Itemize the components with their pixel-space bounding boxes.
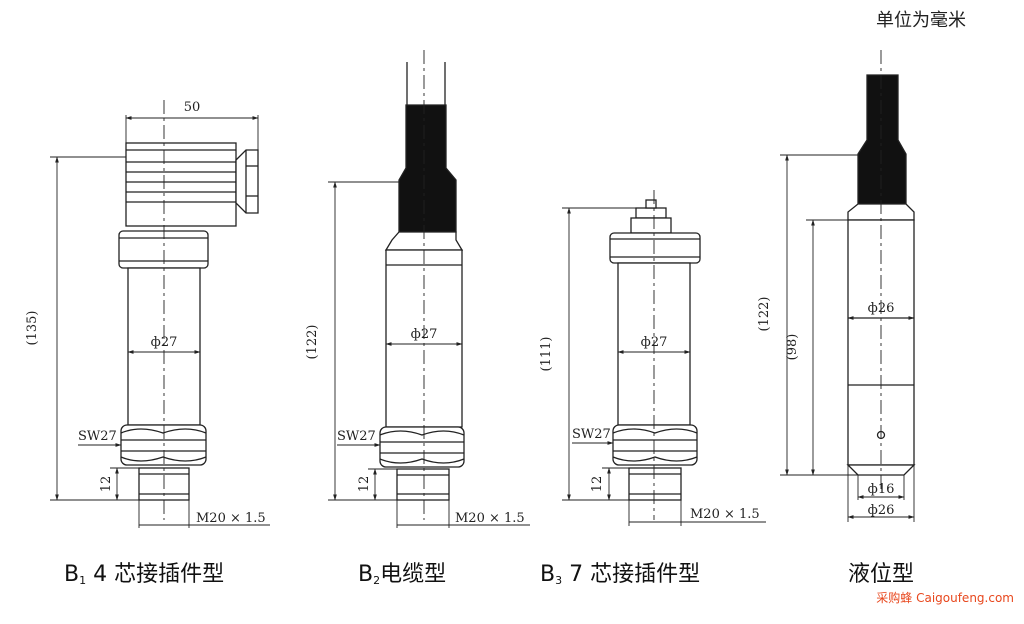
caption-text: 7 芯接插件型: [562, 562, 701, 587]
watermark: 采购蜂 Caigoufeng.com: [876, 591, 1014, 605]
knurled-nut: [609, 232, 701, 264]
dim-thread-length: 12: [357, 476, 372, 493]
dim-height: (111): [539, 337, 554, 372]
dim-height-outer: (122): [757, 297, 772, 332]
dim-thread-length: 12: [590, 476, 605, 493]
dim-diameter-tip: ф16: [868, 482, 895, 497]
dim-sw: SW27: [78, 429, 117, 444]
hex-nut: [120, 424, 207, 466]
caption-4pin-connector: B1 4 芯接插件型: [64, 556, 224, 588]
caption-text: 电缆型: [380, 562, 447, 587]
sensor-cable-dim-labels: (122) ф27 SW27 12 M20 × 1.5: [305, 325, 525, 526]
caption-subscript: 2: [373, 574, 381, 587]
hex-nut: [379, 426, 465, 468]
sensor-7pin-dim-labels: (111) ф27 SW27 12 M20 × 1.5: [539, 335, 760, 522]
dim-width: 50: [184, 100, 201, 115]
caption-subscript: 1: [79, 574, 87, 587]
dim-diameter-bottom: ф26: [868, 503, 895, 518]
dim-thread-length: 12: [99, 476, 114, 493]
cable: [857, 74, 907, 205]
dim-height: (122): [305, 325, 320, 360]
hex-nut: [612, 424, 698, 466]
sensor-liquid-level-dim-labels: (122) (98) ф26 ф16 ф26: [757, 297, 894, 518]
caption-liquid-level: 液位型: [848, 556, 914, 588]
caption-subscript: 3: [555, 574, 563, 587]
dim-thread: M20 × 1.5: [690, 507, 760, 522]
caption-7pin-connector: B3 7 芯接插件型: [540, 556, 700, 588]
caption-text: 液位型: [848, 562, 915, 587]
dim-diameter-body: ф26: [868, 301, 895, 316]
unit-note: 单位为毫米: [876, 10, 966, 31]
dim-diameter: ф27: [411, 327, 438, 342]
sensor-4pin-connector: [50, 100, 270, 528]
dim-thread: M20 × 1.5: [196, 511, 266, 526]
connector-head: [125, 142, 237, 227]
sensor-7pin-connector: [562, 190, 766, 526]
dim-sw: SW27: [337, 429, 376, 444]
dim-diameter: ф27: [151, 335, 178, 350]
caption-cable: B2电缆型: [358, 556, 446, 588]
knurled-nut: [118, 230, 209, 269]
dim-sw: SW27: [572, 427, 611, 442]
thread: [628, 467, 682, 501]
sensor-4pin-dim-labels: 50 (135) ф27 SW27 12 M20 × 1.5: [25, 100, 266, 526]
caption-prefix: B: [540, 562, 556, 587]
caption-prefix: B: [358, 562, 374, 587]
dim-thread: M20 × 1.5: [455, 511, 525, 526]
thread: [396, 468, 450, 501]
dim-height-inner: (98): [785, 334, 800, 361]
dim-diameter: ф27: [641, 335, 668, 350]
sensor-liquid-level: [780, 50, 916, 522]
dim-height: (135): [25, 311, 40, 346]
caption-prefix: B: [64, 562, 80, 587]
cable: [398, 104, 457, 233]
caption-text: 4 芯接插件型: [86, 562, 225, 587]
sensor-cable: [328, 50, 530, 528]
